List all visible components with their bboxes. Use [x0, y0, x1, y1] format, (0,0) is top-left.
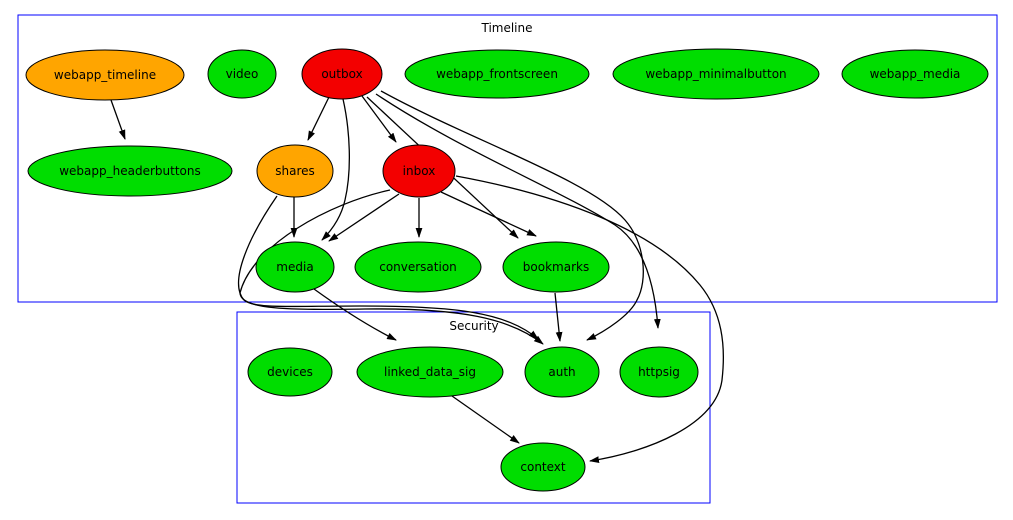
- node-webapp_headerbuttons-shape: [27, 145, 233, 197]
- node-webapp_media-shape: [841, 49, 989, 99]
- node-context: context: [500, 442, 586, 492]
- node-context-shape: [500, 442, 586, 492]
- edge-outbox-to-httpsig: [375, 93, 661, 329]
- node-httpsig: httpsig: [619, 346, 699, 398]
- node-auth-shape: [524, 346, 600, 398]
- node-linked_data_sig-label: linked_data_sig: [384, 365, 476, 379]
- node-webapp_minimalbutton-shape: [612, 48, 820, 100]
- edge-outbox-to-shares: [307, 96, 330, 141]
- node-inbox-label: inbox: [403, 164, 436, 178]
- node-webapp_frontscreen-label: webapp_frontscreen: [436, 67, 558, 81]
- node-auth-label: auth: [548, 365, 575, 379]
- node-media: media: [255, 241, 335, 293]
- node-httpsig-label: httpsig: [638, 365, 680, 379]
- node-outbox-shape: [301, 48, 383, 100]
- edge-inbox-to-auth: [239, 189, 544, 345]
- edge-outbox-to-inbox: [361, 95, 397, 143]
- node-webapp_frontscreen-shape: [404, 49, 590, 99]
- edge-linked_data_sig-to-context: [451, 395, 520, 444]
- node-video-label: video: [226, 67, 259, 81]
- edge-outbox-to-media: [321, 98, 350, 241]
- node-linked_data_sig: linked_data_sig: [356, 346, 504, 398]
- edge-webapp_timeline-to-webapp_headerbuttons: [110, 99, 126, 140]
- node-webapp_timeline-shape: [25, 49, 185, 101]
- node-devices-label: devices: [267, 365, 313, 379]
- node-auth: auth: [524, 346, 600, 398]
- node-video-shape: [207, 49, 277, 99]
- node-conversation-shape: [354, 241, 482, 293]
- node-webapp_media: webapp_media: [841, 49, 989, 99]
- edge-media-to-linked_data_sig: [313, 288, 397, 341]
- node-context-label: context: [520, 460, 566, 474]
- node-webapp_media-label: webapp_media: [870, 67, 961, 81]
- node-webapp_headerbuttons-label: webapp_headerbuttons: [59, 164, 201, 178]
- edge-bookmarks-to-auth: [554, 292, 563, 342]
- edge-inbox-to-media: [328, 193, 400, 242]
- node-video: video: [207, 49, 277, 99]
- node-shares-label: shares: [275, 164, 315, 178]
- node-conversation: conversation: [354, 241, 482, 293]
- node-inbox: inbox: [382, 144, 456, 198]
- node-webapp_timeline-label: webapp_timeline: [54, 68, 156, 82]
- node-webapp_minimalbutton: webapp_minimalbutton: [612, 48, 820, 100]
- cluster-security-label: Security: [449, 319, 498, 333]
- node-webapp_minimalbutton-label: webapp_minimalbutton: [645, 67, 786, 81]
- node-media-shape: [255, 241, 335, 293]
- node-devices: devices: [247, 347, 333, 397]
- cluster-timeline-label: Timeline: [480, 21, 532, 35]
- node-linked_data_sig-shape: [356, 346, 504, 398]
- node-conversation-label: conversation: [379, 260, 457, 274]
- node-bookmarks-label: bookmarks: [523, 260, 589, 274]
- node-outbox: outbox: [301, 48, 383, 100]
- edge-inbox-to-bookmarks: [440, 191, 537, 237]
- edge-shares-to-auth: [237, 195, 539, 340]
- node-shares: shares: [256, 144, 334, 198]
- node-httpsig-shape: [619, 346, 699, 398]
- edge-inbox-to-context: [455, 175, 724, 463]
- node-shares-shape: [256, 144, 334, 198]
- node-webapp_headerbuttons: webapp_headerbuttons: [27, 145, 233, 197]
- node-outbox-label: outbox: [321, 67, 362, 81]
- cluster-timeline-box: [17, 14, 998, 303]
- node-webapp_frontscreen: webapp_frontscreen: [404, 49, 590, 99]
- node-inbox-shape: [382, 144, 456, 198]
- node-bookmarks-shape: [502, 241, 610, 293]
- node-media-label: media: [276, 260, 313, 274]
- edge-outbox-to-auth: [380, 90, 644, 341]
- cluster-security-box: [236, 311, 711, 504]
- node-bookmarks: bookmarks: [502, 241, 610, 293]
- node-webapp_timeline: webapp_timeline: [25, 49, 185, 101]
- node-devices-shape: [247, 347, 333, 397]
